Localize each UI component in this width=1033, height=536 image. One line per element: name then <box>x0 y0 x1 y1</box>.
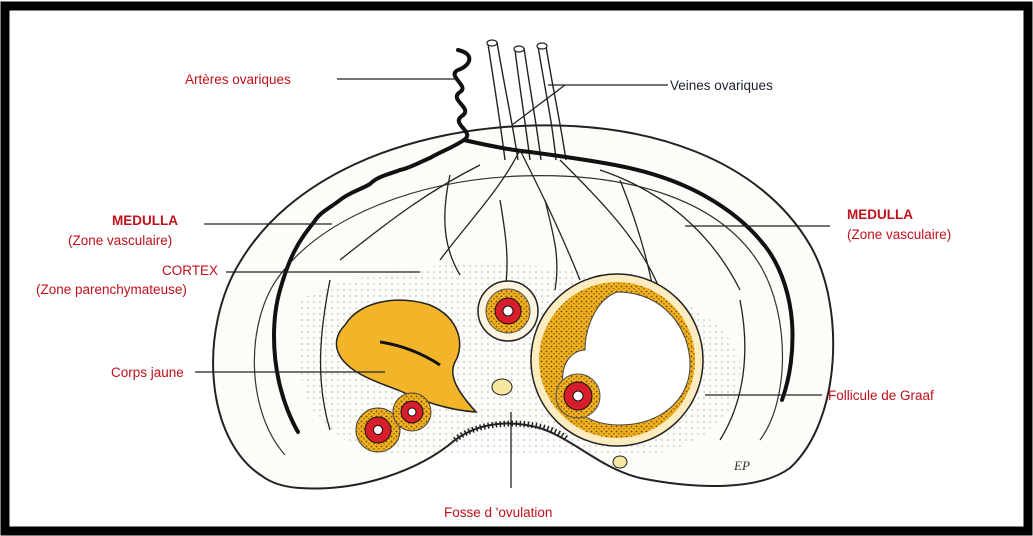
label-cortex: CORTEX <box>162 262 218 279</box>
label-cortex-sub: (Zone parenchymateuse) <box>36 281 187 298</box>
label-veines-ovariques: Veines ovariques <box>670 77 773 94</box>
label-follicule-de-graaf: Follicule de Graaf <box>828 387 934 404</box>
label-medulla-right: MEDULLA <box>847 206 913 223</box>
graafian-follicle <box>531 274 703 446</box>
central-follicle <box>478 281 538 341</box>
artist-signature: EP <box>733 458 750 473</box>
label-medulla-left-sub: (Zone vasculaire) <box>68 232 172 249</box>
label-medulla-left: MEDULLA <box>112 212 178 229</box>
label-fosse-ovulation: Fosse d 'ovulation <box>444 504 552 521</box>
label-arteres-ovariques: Artères ovariques <box>185 71 291 88</box>
label-corps-jaune: Corps jaune <box>111 364 184 381</box>
label-medulla-right-sub: (Zone vasculaire) <box>847 226 951 243</box>
